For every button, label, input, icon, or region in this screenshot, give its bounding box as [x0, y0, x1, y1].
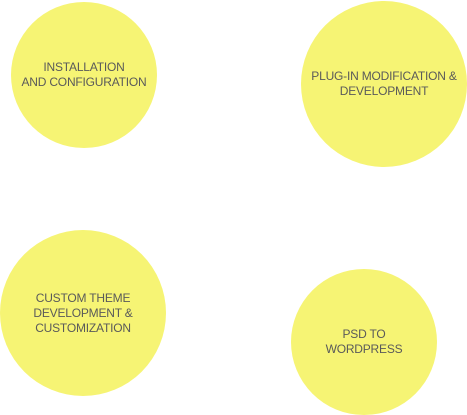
service-label: PSD TO WORDPRESS	[325, 327, 403, 356]
service-plugin-modification[interactable]: PLUG-IN MODIFICATION & DEVELOPMENT	[301, 1, 467, 167]
service-custom-theme[interactable]: CUSTOM THEME DEVELOPMENT & CUSTOMIZATION	[0, 230, 166, 396]
service-label: PLUG-IN MODIFICATION & DEVELOPMENT	[311, 69, 457, 98]
service-label: INSTALLATION AND CONFIGURATION	[21, 60, 147, 89]
service-label: CUSTOM THEME DEVELOPMENT & CUSTOMIZATION	[33, 290, 133, 335]
service-installation-configuration[interactable]: INSTALLATION AND CONFIGURATION	[11, 2, 157, 148]
service-psd-to-wordpress[interactable]: PSD TO WORDPRESS	[291, 269, 437, 415]
